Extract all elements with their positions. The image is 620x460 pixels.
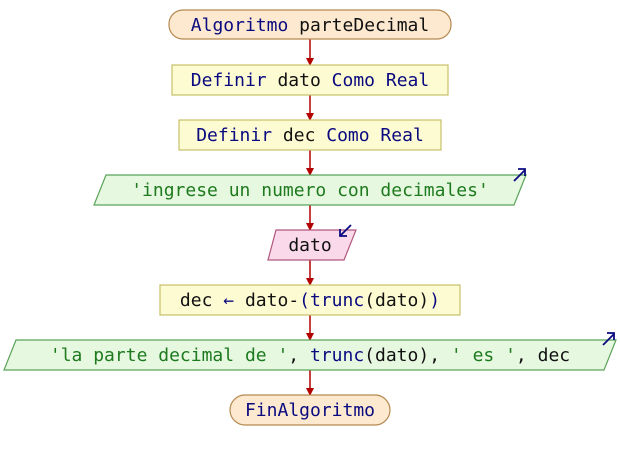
define-var: dato — [277, 70, 320, 91]
svg-text:Algoritmo parteDecimal: Algoritmo parteDecimal — [191, 15, 429, 36]
assign-operator: ← — [223, 290, 234, 311]
input-var: dato — [288, 235, 331, 256]
assign-paren-open: ( — [299, 290, 310, 311]
svg-text:dec ← dato-(trunc(dato)): dec ← dato-(trunc(dato)) — [180, 290, 440, 311]
output-prompt-text: 'ingrese un numero con decimales' — [131, 180, 489, 201]
output-arg: (dato) — [364, 345, 429, 366]
assign-arg: (dato) — [364, 290, 429, 311]
output-sep-3: , — [516, 345, 538, 366]
output-prompt-node[interactable]: 'ingrese un numero con decimales' — [93, 168, 527, 206]
output-arrow-icon — [513, 168, 526, 182]
define-type: Como Real — [326, 125, 424, 146]
output-string-1: 'la parte decimal de ' — [50, 345, 288, 366]
define-type: Como Real — [332, 70, 430, 91]
input-dato-node[interactable]: dato — [267, 224, 357, 261]
assign-target: dec — [180, 290, 213, 311]
output-sep-1: , — [288, 345, 310, 366]
define-var: dec — [283, 125, 316, 146]
output-function: trunc — [310, 345, 364, 366]
output-string-2: ' es ' — [451, 345, 516, 366]
input-arrow-icon — [339, 224, 352, 237]
assign-function: trunc — [310, 290, 364, 311]
svg-text:Definir dec Como Real: Definir dec Como Real — [196, 125, 424, 146]
start-keyword: Algoritmo — [191, 15, 289, 36]
define-dato-node[interactable]: Definir dato Como Real — [171, 64, 449, 96]
output-arrow-icon — [602, 332, 615, 346]
start-space — [288, 15, 299, 36]
end-keyword: FinAlgoritmo — [245, 400, 375, 421]
define-keyword: Definir — [191, 70, 267, 91]
svg-text:'la parte decimal de ', trunc(: 'la parte decimal de ', trunc(dato), ' e… — [50, 345, 570, 366]
output-sep-2: , — [429, 345, 451, 366]
end-node[interactable]: FinAlgoritmo — [229, 394, 391, 426]
assignment-node[interactable]: dec ← dato-(trunc(dato)) — [159, 284, 461, 316]
define-dec-node[interactable]: Definir dec Como Real — [178, 119, 442, 151]
assign-paren-close: ) — [429, 290, 440, 311]
algorithm-name: parteDecimal — [299, 15, 429, 36]
svg-text:Definir dato Como Real: Definir dato Como Real — [191, 70, 429, 91]
define-keyword: Definir — [196, 125, 272, 146]
output-result-node[interactable]: 'la parte decimal de ', trunc(dato), ' e… — [3, 332, 617, 371]
start-node[interactable]: Algoritmo parteDecimal — [168, 9, 452, 40]
assign-expr: dato- — [245, 290, 299, 311]
output-var: dec — [538, 345, 571, 366]
